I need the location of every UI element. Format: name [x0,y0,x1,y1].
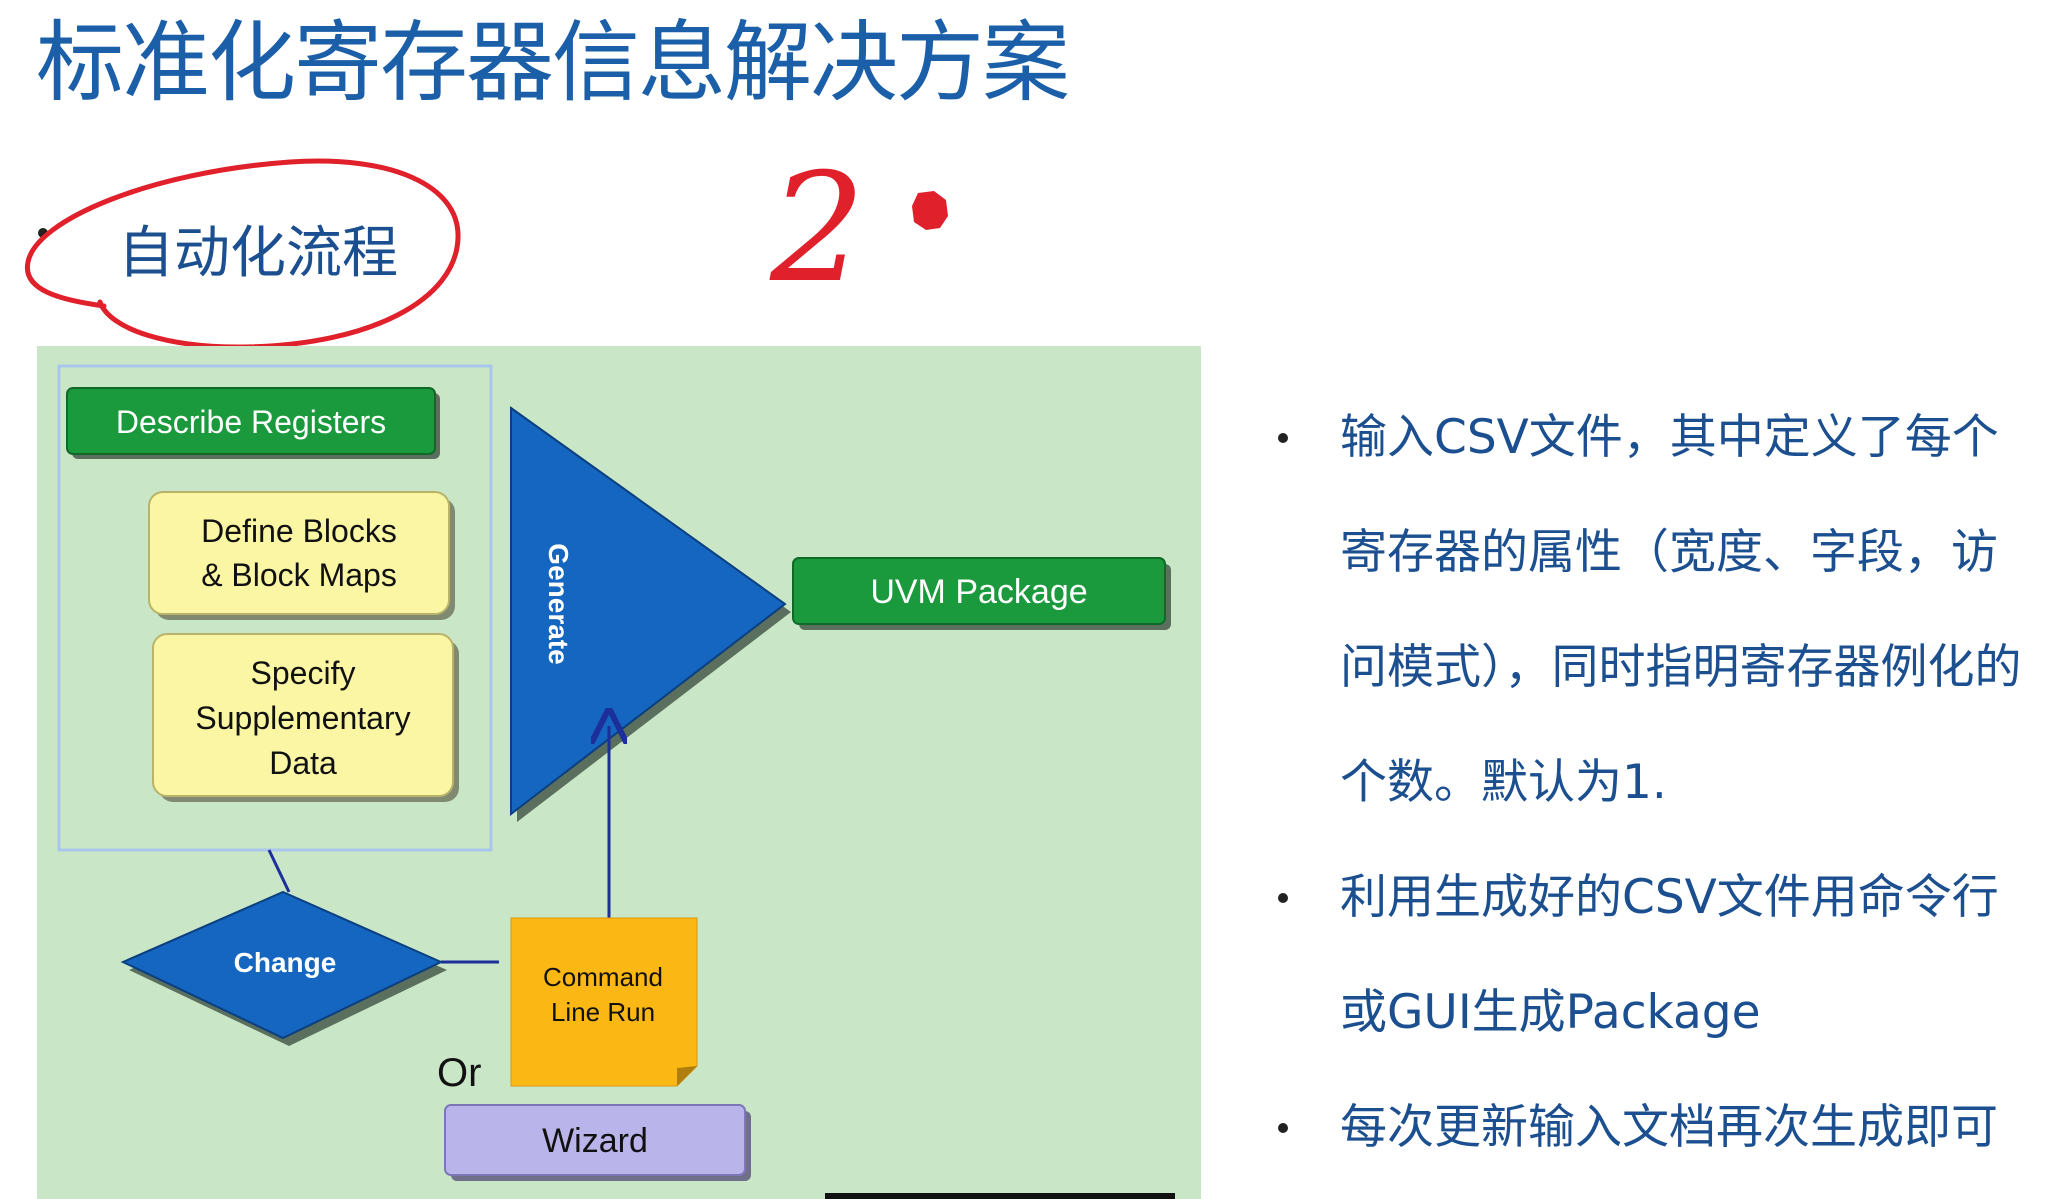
subtitle-bullet-dot [38,228,48,238]
annotation-number-mark: 2 [769,142,865,316]
bullet-dot [1278,1123,1288,1133]
flow-diagram-svg: Describe Registers Define Blocks & Block… [57,364,1171,1181]
wizard-box [444,1104,746,1176]
bullet-text: 每次更新输入文档再次生成即可 [1340,1100,1998,1155]
change-diamond [120,890,444,1040]
register-description-group [57,364,493,852]
bullet-list: 输入CSV文件，其中定义了每个寄存器的属性（宽度、字段，访问模式），同时指明寄存… [1270,380,2030,1185]
specify-data-label-line3: Data [269,745,337,781]
annotation-dot [912,191,948,230]
flow-diagram: Describe Registers Define Blocks & Block… [37,346,1201,1199]
define-blocks-box [148,491,450,615]
command-line-note-fold [677,1066,697,1086]
bottom-progress-bar [825,1193,1175,1199]
uvm-package-label: UVM Package [870,573,1087,611]
section-subtitle: 自动化流程 [118,221,398,286]
specify-data-label-line1: Specify [251,655,356,691]
generate-label: Generate [543,543,574,664]
uvm-package-box [792,557,1166,625]
page-title: 标准化寄存器信息解决方案 [36,11,1070,114]
define-blocks-label-line1: Define Blocks [201,513,397,549]
bullet-text: 输入CSV文件，其中定义了每个寄存器的属性（宽度、字段，访问模式），同时指明寄存… [1340,410,2022,810]
change-label: Change [234,947,337,978]
group-to-change-line [267,849,291,893]
command-line-label-line2: Line Run [551,997,655,1027]
bullet-item: 输入CSV文件，其中定义了每个寄存器的属性（宽度、字段，访问模式），同时指明寄存… [1270,380,2030,840]
bullet-dot [1278,893,1288,903]
bullet-item: 每次更新输入文档再次生成即可 [1270,1070,2030,1185]
wizard-label: Wizard [542,1122,648,1160]
define-blocks-label-line2: & Block Maps [201,557,397,593]
specify-data-box [152,633,454,797]
specify-data-label-line2: Supplementary [195,700,410,736]
or-label: Or [437,1051,481,1095]
describe-registers-label: Describe Registers [116,404,386,440]
generate-triangle [510,406,787,817]
bullet-item: 利用生成好的CSV文件用命令行或GUI生成Package [1270,840,2030,1070]
describe-registers-box [66,387,436,455]
command-line-label-line1: Command [543,962,663,992]
bullet-text: 利用生成好的CSV文件用命令行或GUI生成Package [1340,870,1999,1040]
bullet-dot [1278,433,1288,443]
